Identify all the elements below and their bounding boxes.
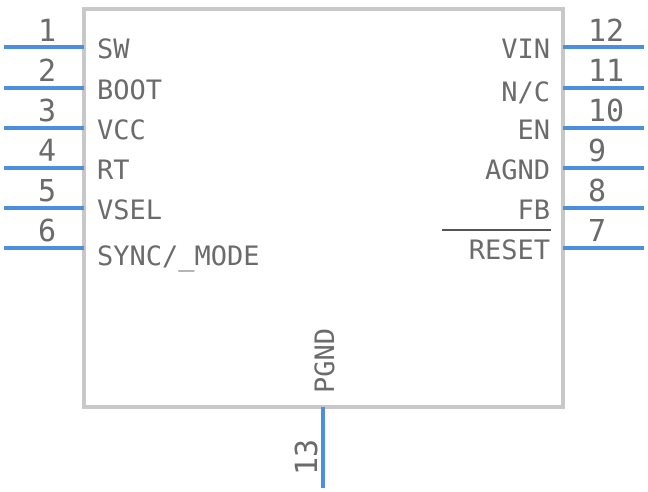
- right-pin-10: 10 EN: [517, 94, 644, 146]
- pin-number-13: 13: [290, 439, 325, 475]
- pin-label-sw: SW: [97, 34, 130, 65]
- right-pin-9: 9 AGND: [485, 134, 644, 186]
- bottom-pin-13: 13 PGND: [290, 328, 341, 488]
- pin-label-vsel: VSEL: [97, 195, 162, 226]
- right-pin-12: 12 VIN: [501, 14, 644, 65]
- left-pin-3: 3 VCC: [4, 94, 146, 146]
- pin-number-3: 3: [38, 94, 56, 129]
- pin-number-9: 9: [588, 134, 606, 169]
- pin-label-en: EN: [517, 115, 550, 146]
- pin-number-12: 12: [588, 14, 624, 49]
- left-pin-4: 4 RT: [4, 134, 130, 186]
- left-pin-2: 2 BOOT: [4, 54, 162, 106]
- pin-label-nc: N/C: [501, 77, 550, 108]
- right-pin-8: 8 FB: [517, 174, 644, 226]
- pin-label-pgnd: PGND: [310, 328, 341, 393]
- pin-number-7: 7: [588, 214, 606, 249]
- pin-number-5: 5: [38, 174, 56, 209]
- pin-number-11: 11: [588, 54, 624, 89]
- left-pin-1: 1 SW: [4, 14, 130, 65]
- pin-number-4: 4: [38, 134, 56, 169]
- pin-number-10: 10: [588, 94, 624, 129]
- pin-number-1: 1: [38, 14, 56, 49]
- pin-label-fb: FB: [517, 195, 550, 226]
- pin-label-reset: RESET: [469, 235, 550, 266]
- pin-label-vcc: VCC: [97, 115, 146, 146]
- pin-label-boot: BOOT: [97, 75, 162, 106]
- pin-number-8: 8: [588, 174, 606, 209]
- component-body: [82, 7, 565, 409]
- pin-number-6: 6: [38, 214, 56, 249]
- pin-label-agnd: AGND: [485, 155, 550, 186]
- pin-number-2: 2: [38, 54, 56, 89]
- left-pin-6: 6 SYNC/_MODE: [4, 214, 260, 272]
- pin-label-vin: VIN: [501, 34, 550, 65]
- left-pin-5: 5 VSEL: [4, 174, 162, 226]
- pin-label-rt: RT: [97, 155, 130, 186]
- right-pin-7: 7 RESET: [442, 214, 644, 266]
- right-pin-11: 11 N/C: [501, 54, 644, 108]
- pin-label-sync-mode: SYNC/_MODE: [97, 241, 260, 272]
